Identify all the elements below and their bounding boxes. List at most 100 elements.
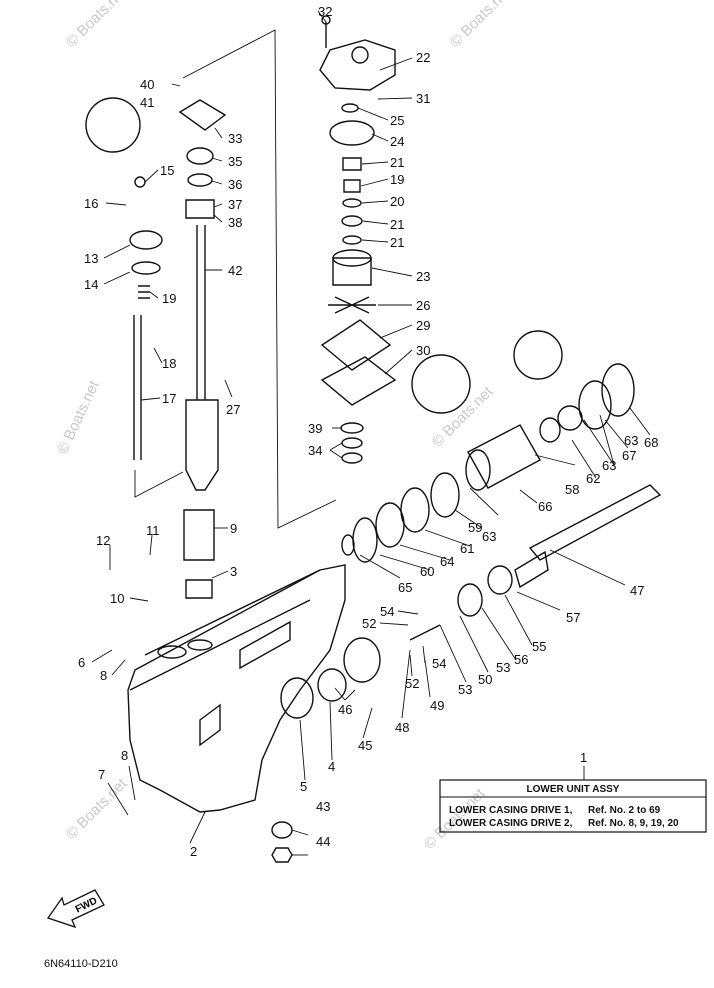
watermark: © Boats.net xyxy=(429,383,497,451)
callout-21b: 21 xyxy=(390,235,404,250)
callouts: 32 22 31 25 24 21 19 20 21 21 23 26 29 3… xyxy=(78,4,658,859)
callout-44: 43 xyxy=(316,799,330,814)
callout-17: 17 xyxy=(162,391,176,406)
callout-31: 30 xyxy=(416,343,430,358)
callout-55: 55 xyxy=(532,639,546,654)
callout-52b: 52 xyxy=(405,676,419,691)
callout-9: 9 xyxy=(230,521,237,536)
callout-8b: 8 xyxy=(121,748,128,763)
callout-60: 60 xyxy=(420,564,434,579)
callout-67: 66 xyxy=(538,499,552,514)
parts xyxy=(85,15,662,863)
watermark: © Boats.net xyxy=(63,0,131,51)
fwd-arrow-icon: FWD xyxy=(46,889,105,929)
callout-30: 29 xyxy=(416,318,430,333)
callout-1: 1 xyxy=(580,750,587,765)
callout-69: 68 xyxy=(644,435,658,450)
watermark: © Boats.net xyxy=(447,0,515,51)
watermark: © Boats.net xyxy=(63,775,131,843)
callout-65: 64 xyxy=(440,554,454,569)
callout-47: 46 xyxy=(338,702,352,717)
callout-61: 61 xyxy=(460,541,474,556)
watermarks: © Boats.net © Boats.net © Boats.net © Bo… xyxy=(54,0,515,853)
assy-row-ref: Ref. No. 2 to 69 xyxy=(588,805,661,816)
assy-row-label: LOWER CASING DRIVE 2, xyxy=(449,818,573,829)
water-pump-housing xyxy=(319,15,396,91)
callout-48: 47 xyxy=(630,583,644,598)
callout-32: 31 xyxy=(416,91,430,106)
callout-28: 26 xyxy=(416,298,430,313)
detail-inset xyxy=(85,97,563,414)
callout-66: 65 xyxy=(398,580,412,595)
callout-5: 5 xyxy=(300,779,307,794)
lower-casing xyxy=(127,564,346,813)
callout-29: 27 xyxy=(226,402,240,417)
callout-54a: 54 xyxy=(380,604,394,619)
callout-50: 49 xyxy=(430,698,444,713)
bearing-housing xyxy=(341,424,541,563)
assembly-outline xyxy=(134,29,337,529)
callout-45: 44 xyxy=(316,834,330,849)
water-pump-stack xyxy=(320,103,397,464)
callout-46: 45 xyxy=(358,738,372,753)
callout-42: 41 xyxy=(140,95,154,110)
callout-19: 19 xyxy=(162,291,176,306)
callout-49: 48 xyxy=(395,720,409,735)
callout-41: 40 xyxy=(140,77,154,92)
clutch-parts xyxy=(271,565,513,863)
propeller-shaft xyxy=(514,484,662,589)
callout-62: 62 xyxy=(586,471,600,486)
callout-4: 4 xyxy=(328,759,335,774)
callout-16: 16 xyxy=(84,196,98,211)
assy-box: LOWER UNIT ASSY LOWER CASING DRIVE 1, Re… xyxy=(439,766,707,833)
assy-box-title: LOWER UNIT ASSY xyxy=(527,784,620,795)
callout-68: 67 xyxy=(622,448,636,463)
callout-3: 3 xyxy=(230,564,237,579)
callout-36: 35 xyxy=(228,154,242,169)
callout-43: 42 xyxy=(228,263,242,278)
leader-lines xyxy=(91,10,651,856)
gear-cluster xyxy=(539,363,635,443)
callout-18: 18 xyxy=(162,356,176,371)
callout-10: 10 xyxy=(110,591,124,606)
callout-12: 12 xyxy=(96,533,110,548)
callout-23: 21 xyxy=(390,155,404,170)
callout-53a: 53 xyxy=(496,660,510,675)
callout-51: 50 xyxy=(478,672,492,687)
callout-6: 6 xyxy=(78,655,85,670)
callout-22: 21 xyxy=(390,217,404,232)
callout-63b: 63 xyxy=(624,433,638,448)
callout-13: 13 xyxy=(84,251,98,266)
callout-33: 32 xyxy=(318,4,332,19)
callout-56: 56 xyxy=(514,652,528,667)
callout-63a: 63 xyxy=(602,458,616,473)
callout-58: 58 xyxy=(565,482,579,497)
callout-24: 22 xyxy=(416,50,430,65)
callout-26: 24 xyxy=(390,134,404,149)
assy-row-ref: Ref. No. 8, 9, 19, 20 xyxy=(588,818,679,829)
callout-37: 36 xyxy=(228,177,242,192)
callout-57: 57 xyxy=(566,610,580,625)
callout-59: 59 xyxy=(468,520,482,535)
callout-40: 39 xyxy=(308,421,322,436)
callout-35: 34 xyxy=(308,443,322,458)
callout-2: 2 xyxy=(190,844,197,859)
callout-20: 19 xyxy=(390,172,404,187)
callout-39: 38 xyxy=(228,215,242,230)
callout-21a: 20 xyxy=(390,194,404,209)
drive-shaft xyxy=(178,99,227,599)
callout-8a: 8 xyxy=(100,668,107,683)
callout-25: 23 xyxy=(416,269,430,284)
callout-54b: 54 xyxy=(432,656,446,671)
diagram-code: 6N64110-D210 xyxy=(44,958,118,970)
callout-34: 33 xyxy=(228,131,242,146)
callout-38: 37 xyxy=(228,197,242,212)
callout-64: 63 xyxy=(482,529,496,544)
callout-15: 15 xyxy=(160,163,174,178)
assy-row-label: LOWER CASING DRIVE 1, xyxy=(449,805,573,816)
shift-rod xyxy=(129,176,163,460)
callout-52a: 52 xyxy=(362,616,376,631)
callout-53b: 53 xyxy=(458,682,472,697)
watermark: © Boats.net xyxy=(54,378,103,457)
